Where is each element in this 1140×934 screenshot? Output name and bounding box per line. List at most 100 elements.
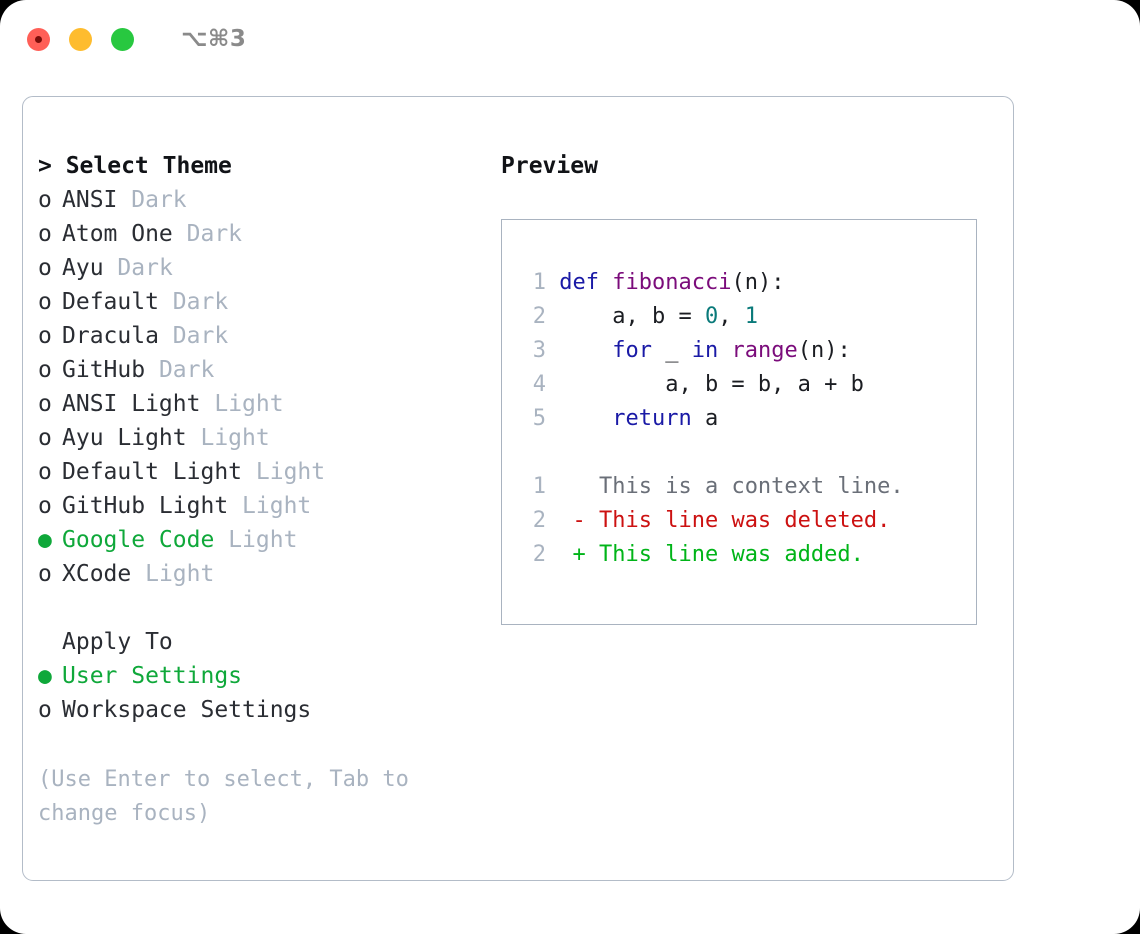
line-number: 2	[532, 508, 546, 533]
theme-variant-badge: Dark	[158, 357, 215, 383]
code-line: 5 return a	[520, 402, 976, 436]
minimize-button[interactable]	[69, 27, 92, 51]
theme-option[interactable]: o Default Dark	[38, 285, 478, 319]
theme-option-label: XCode	[62, 561, 132, 587]
window-title: ⌥⌘3	[181, 26, 247, 52]
line-number: 4	[532, 372, 546, 397]
code-token	[559, 406, 612, 431]
theme-option[interactable]: o GitHub Dark	[38, 353, 478, 387]
radio-unselected-icon: o	[38, 289, 52, 315]
radio-selected-icon: ●	[38, 527, 52, 553]
preview-column: Preview 1 def fibonacci(n):2 a, b = 0, 1…	[501, 149, 1001, 625]
radio-selected-icon: ●	[38, 663, 52, 689]
code-line: 2 a, b = 0, 1	[520, 300, 976, 334]
gutter-gap	[546, 270, 559, 295]
theme-option[interactable]: o XCode Light	[38, 557, 478, 591]
theme-option-label: Atom One	[62, 221, 173, 247]
code-line: 3 for _ in range(n):	[520, 334, 976, 368]
theme-variant-badge: Dark	[131, 187, 187, 213]
radio-unselected-icon: o	[38, 493, 52, 519]
radio-unselected-icon: o	[38, 255, 52, 281]
theme-variant-badge: Light	[255, 459, 326, 485]
theme-option-label: ANSI Light	[62, 391, 201, 417]
radio-unselected-icon: o	[38, 187, 52, 213]
code-line: 1 def fibonacci(n):	[520, 266, 976, 300]
gutter-gap	[546, 338, 559, 363]
gutter-gap	[546, 304, 559, 329]
code-token: _	[651, 338, 692, 363]
apply-to-option[interactable]: ● User Settings	[38, 659, 478, 693]
traffic-lights	[27, 27, 134, 51]
diff-sign: +	[572, 542, 586, 567]
radio-unselected-icon: o	[38, 425, 52, 451]
theme-variant-badge: Light	[200, 425, 270, 451]
radio-unselected-icon: o	[38, 221, 52, 247]
gutter-gap	[546, 406, 559, 431]
code-token: range	[731, 338, 798, 363]
theme-option-label: ANSI	[62, 187, 118, 213]
apply-to-option-label: Workspace Settings	[62, 697, 312, 723]
theme-option-label: GitHub Light	[62, 493, 229, 519]
line-number: 1	[532, 474, 546, 499]
preview-heading: Preview	[501, 153, 598, 179]
theme-option-label: Default	[62, 289, 159, 315]
line-number: 2	[532, 304, 546, 329]
diff-sign: -	[572, 508, 586, 533]
diff-sample: 1 This is a context line.2 - This line w…	[520, 470, 976, 572]
theme-variant-badge: Dark	[172, 323, 229, 349]
code-token: a, b = b, a + b	[559, 372, 864, 397]
theme-option[interactable]: ●Google Code Light	[38, 523, 478, 557]
gutter-gap	[546, 508, 573, 533]
code-token: 0	[704, 304, 719, 329]
code-token: (n):	[797, 338, 851, 363]
diff-sign	[573, 474, 586, 499]
theme-option-label: GitHub	[62, 357, 146, 383]
code-token: def	[559, 270, 613, 295]
code-token	[559, 338, 612, 363]
radio-unselected-icon: o	[38, 323, 52, 349]
theme-variant-badge: Light	[214, 391, 284, 417]
code-diff-spacer	[520, 436, 976, 470]
apply-to-option-label: User Settings	[62, 663, 243, 689]
theme-variant-badge: Dark	[172, 289, 229, 315]
line-number: 5	[532, 406, 546, 431]
diff-line: 2 - This line was deleted.	[520, 504, 976, 538]
line-number: 2	[532, 542, 546, 567]
theme-option[interactable]: o ANSI Dark	[38, 183, 478, 217]
diff-text: This line was added.	[585, 542, 864, 567]
diff-text: This line was deleted.	[585, 508, 891, 533]
theme-option[interactable]: o ANSI Light Light	[38, 387, 478, 421]
line-number: 3	[532, 338, 546, 363]
theme-option-label: Default Light	[62, 459, 243, 485]
diff-line: 1 This is a context line.	[520, 470, 976, 504]
code-token: (n):	[731, 270, 785, 295]
theme-variant-badge: Light	[145, 561, 215, 587]
theme-variant-badge: Light	[228, 527, 298, 553]
code-token: return	[612, 406, 692, 431]
keyboard-hint: (Use Enter to select, Tab to change focu…	[38, 767, 409, 826]
code-token: a, b =	[559, 304, 705, 329]
zoom-button[interactable]	[111, 27, 134, 51]
line-number: 1	[532, 270, 546, 295]
radio-unselected-icon: o	[38, 391, 52, 417]
close-button[interactable]	[27, 27, 50, 51]
radio-unselected-icon: o	[38, 561, 52, 587]
code-line: 4 a, b = b, a + b	[520, 368, 976, 402]
gutter-gap	[546, 372, 559, 397]
theme-option[interactable]: o Dracula Dark	[38, 319, 478, 353]
code-token: ,	[718, 304, 745, 329]
theme-option-label: Dracula	[62, 323, 159, 349]
radio-unselected-icon: o	[38, 357, 52, 383]
